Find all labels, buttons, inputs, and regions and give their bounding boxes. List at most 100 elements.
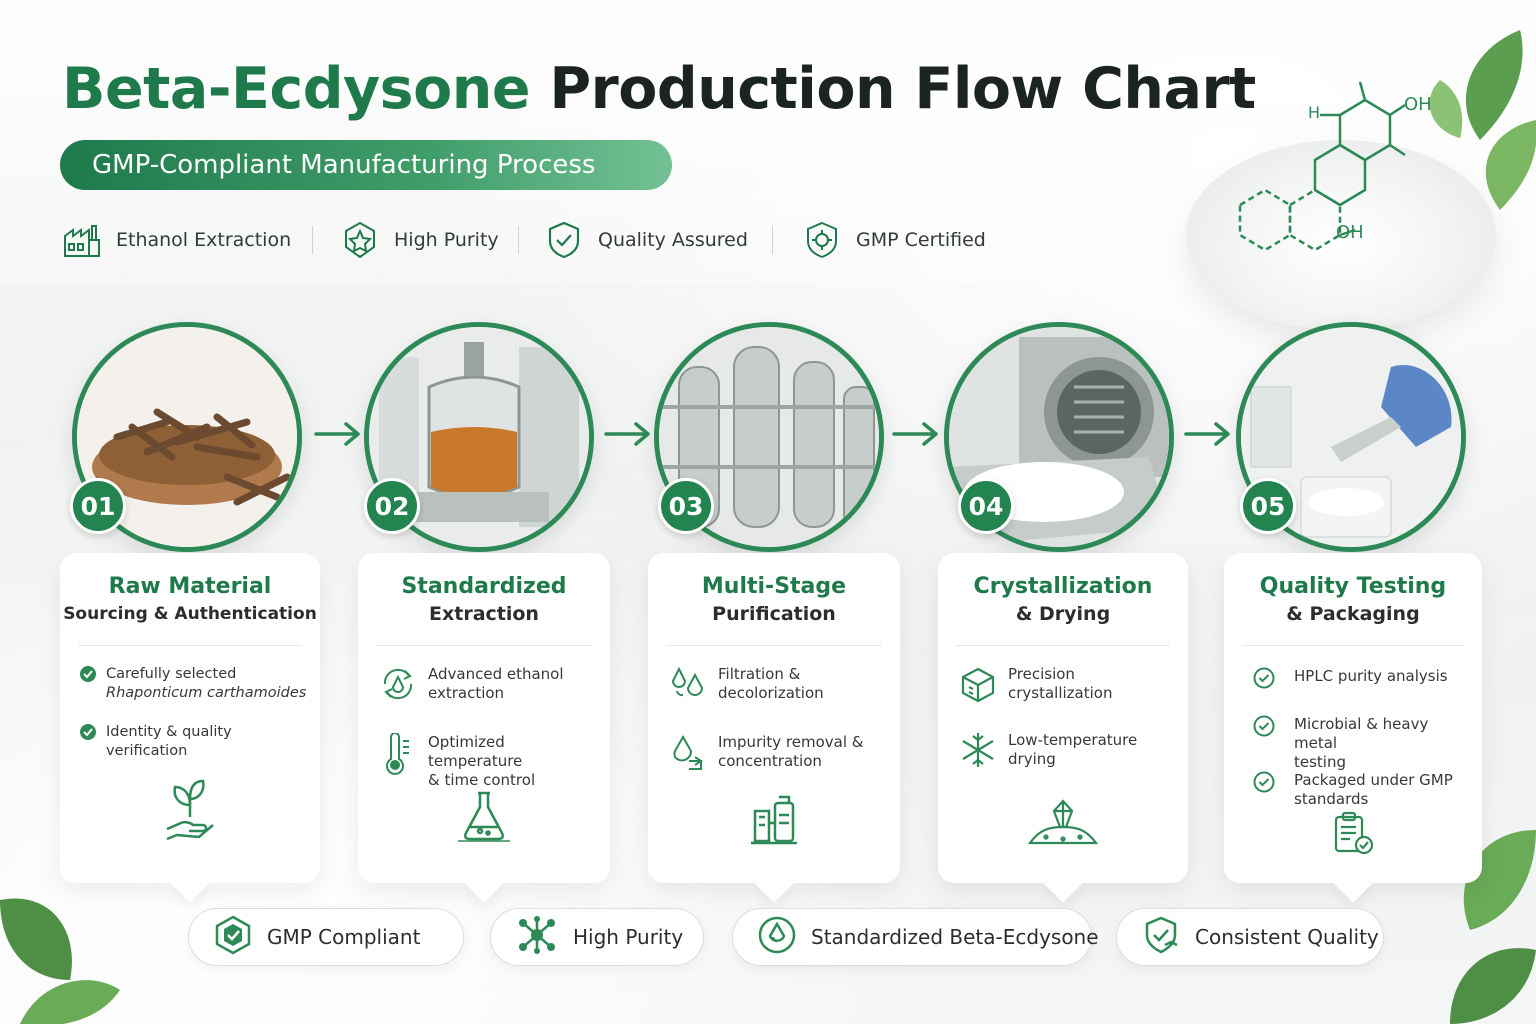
feature-gmp-certified: GMP Certified: [800, 218, 986, 262]
badge-high-purity: High Purity: [490, 908, 704, 966]
subtitle-pill: GMP-Compliant Manufacturing Process: [60, 140, 672, 190]
gmp-shield-icon: [800, 218, 844, 262]
feature-label: Ethanol Extraction: [116, 229, 292, 251]
step-1-number-badge: 01: [70, 478, 126, 534]
step-1-card: Raw Material Sourcing & Authentication C…: [60, 553, 320, 903]
feature-quality-assured: Quality Assured: [542, 218, 748, 262]
title-rest: Production Flow Chart: [549, 56, 1256, 122]
badge-label: GMP Compliant: [267, 925, 421, 949]
step-3-card: Multi-Stage Purification Filtration &dec…: [648, 553, 900, 903]
step-5-title: Quality Testing: [1259, 574, 1447, 599]
feature-divider: [312, 226, 313, 254]
step-4-title: Crystallization: [973, 574, 1153, 599]
badge-label: Standardized Beta-Ecdysone: [811, 925, 1099, 949]
step-1-subtitle: Sourcing & Authentication: [63, 604, 317, 624]
molecule-icon: [515, 915, 559, 959]
bullet-text: Identity & quality verification: [106, 724, 232, 759]
check-circle-icon: [1244, 715, 1284, 737]
step-3-bullet-2: Impurity removal &concentration: [668, 733, 890, 771]
clipboard-check-icon: [1332, 811, 1374, 859]
step-2-title: Standardized: [401, 574, 567, 599]
flow-arrow-2: [604, 422, 650, 446]
step-3-title: Multi-Stage: [701, 574, 847, 599]
plant-hand-icon: [163, 777, 217, 847]
step-2-number-badge: 02: [364, 478, 420, 534]
molecule-label-h: H: [1308, 103, 1320, 122]
leaf-bottom-left-decoration: [0, 898, 120, 1024]
step-2-card: Standardized Extraction Advanced ethanol…: [358, 553, 610, 903]
step-5-bullet-1: HPLC purity analysis: [1244, 667, 1472, 689]
bullet-line-1: Microbial & heavy metal: [1294, 715, 1429, 752]
feature-ethanol-extraction: Ethanol Extraction: [60, 218, 291, 262]
thermometer-icon: [378, 733, 418, 775]
flask-icon: [454, 789, 514, 847]
bullet-text: HPLC purity analysis: [1294, 667, 1448, 685]
title-highlight: Beta-Ecdysone: [62, 56, 530, 122]
bullet-line-2: crystallization: [1008, 684, 1113, 702]
card-separator: [376, 645, 592, 646]
feature-label: GMP Certified: [856, 229, 986, 251]
step-3-subtitle: Purification: [712, 603, 836, 625]
flow-arrow-1: [314, 422, 360, 446]
step-5-card: Quality Testing & Packaging HPLC purity …: [1224, 553, 1482, 903]
crystal-cube-icon: [958, 665, 998, 703]
feature-divider: [518, 226, 519, 254]
step-1-title: Raw Material: [108, 574, 272, 599]
drop-arrow-icon: [668, 733, 708, 771]
bullet-line-2: concentration: [718, 752, 822, 770]
badge-label: High Purity: [573, 925, 684, 949]
feature-label: High Purity: [394, 229, 499, 251]
card-separator: [956, 645, 1170, 646]
step-2-subtitle: Extraction: [429, 603, 539, 625]
snowflake-icon: [958, 731, 998, 769]
badge-consistent-quality: Consistent Quality: [1116, 908, 1384, 966]
purity-badge-icon: [338, 218, 382, 262]
bullet-line-2: extraction: [428, 684, 505, 702]
check-circle-icon: [74, 723, 102, 741]
shield-check-icon: [542, 218, 586, 262]
bullet-line-2: standards: [1294, 790, 1369, 808]
crystal-powder-icon: [1026, 797, 1100, 851]
badge-standardized-beta-ecdysone: Standardized Beta-Ecdysone: [732, 908, 1099, 966]
bullet-text: Optimized temperature& time control: [428, 733, 600, 790]
drop-circle-icon: [757, 915, 797, 959]
check-circle-icon: [1244, 667, 1284, 689]
bullet-line-2: & time control: [428, 771, 536, 789]
step-3-number-badge: 03: [658, 478, 714, 534]
feature-divider: [772, 226, 773, 254]
page-title: Beta-Ecdysone Production Flow Chart: [62, 56, 1256, 122]
gmp-hex-icon: [213, 915, 253, 959]
step-5-number-badge: 05: [1240, 478, 1296, 534]
flow-arrow-3: [892, 422, 938, 446]
step-5-subtitle: & Packaging: [1286, 603, 1420, 625]
card-separator: [1242, 645, 1464, 646]
bullet-text: Impurity removal &concentration: [718, 733, 863, 771]
bullet-line-2: decolorization: [718, 684, 824, 702]
molecule-label-oh-top: OH: [1404, 94, 1432, 115]
molecule-label-oh-mid: OH: [1336, 222, 1364, 243]
feature-label: Quality Assured: [598, 229, 748, 251]
droplets-icon: [668, 665, 708, 699]
badge-gmp-compliant: GMP Compliant: [188, 908, 464, 966]
step-4-number-badge: 04: [958, 478, 1014, 534]
badge-label: Consistent Quality: [1195, 925, 1379, 949]
factory-icon: [60, 218, 104, 262]
step-1-bullet-2: Identity & quality verification: [74, 723, 310, 761]
leaf-top-right-decoration: [1429, 30, 1536, 210]
bullet-line-1: Packaged under GMP: [1294, 771, 1453, 789]
check-circle-icon: [1244, 771, 1284, 793]
purification-unit-icon: [747, 793, 801, 851]
molecule-structure-graphic: H OH OH: [1238, 81, 1432, 252]
card-separator: [666, 645, 882, 646]
step-4-subtitle: & Drying: [1015, 603, 1111, 625]
